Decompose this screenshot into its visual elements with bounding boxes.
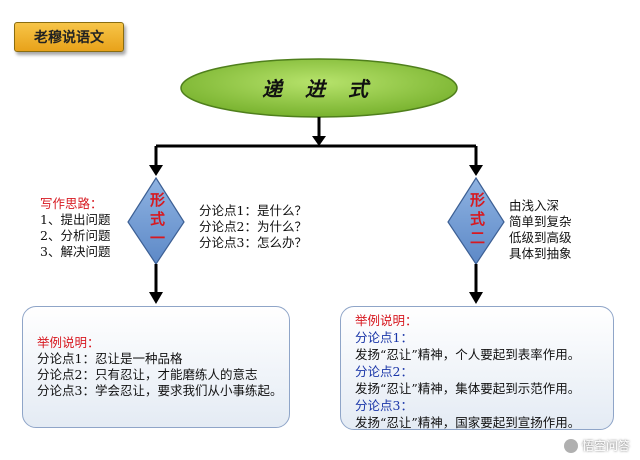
right-example-label: 分论点3： <box>355 398 413 413</box>
progression-item: 简单到复杂 <box>509 214 572 229</box>
right-diamond-label: 形式二 <box>468 192 486 249</box>
right-example-text: 发扬“忍让”精神，集体要起到示范作用。 <box>355 381 581 396</box>
progression-item: 低级到高级 <box>509 230 572 245</box>
left-example-title: 举例说明： <box>37 335 100 350</box>
writing-approach: 写作思路： 1、提出问题 2、分析问题 3、解决问题 <box>40 196 110 260</box>
question-point: 分论点3：怎么办？ <box>199 235 307 250</box>
right-example-text: 发扬“忍让”精神，国家要起到宣扬作用。 <box>355 415 581 430</box>
left-example-line: 分论点2：只有忍让，才能磨练人的意志 <box>37 367 258 382</box>
left-diamond-label: 形式一 <box>148 192 166 249</box>
left-lower-arrow-head <box>149 292 163 304</box>
writing-approach-title: 写作思路： <box>40 196 103 211</box>
stem-arrow-head <box>312 136 326 146</box>
author-badge: 老穆说语文 <box>14 22 124 52</box>
progression-item: 具体到抽象 <box>509 246 572 261</box>
progression-list: 由浅入深 简单到复杂 低级到高级 具体到抽象 <box>509 198 572 262</box>
left-example-line: 分论点3：学会忍让，要求我们从小事练起。 <box>37 383 283 398</box>
watermark: 悟空问答 <box>563 437 630 454</box>
right-example-label: 分论点2： <box>355 364 413 379</box>
watermark-text: 悟空问答 <box>581 439 630 453</box>
right-example-title: 举例说明： <box>355 313 418 328</box>
right-lower-arrow-head <box>469 292 483 304</box>
question-point: 分论点1：是什么？ <box>199 203 307 218</box>
progression-item: 由浅入深 <box>509 198 560 213</box>
writing-approach-item: 1、提出问题 <box>40 212 111 227</box>
right-example-box: 举例说明： 分论点1： 发扬“忍让”精神，个人要起到表率作用。 分论点2： 发扬… <box>340 306 614 430</box>
left-example-box: 举例说明： 分论点1：忍让是一种品格 分论点2：只有忍让，才能磨练人的意志 分论… <box>22 306 290 428</box>
writing-approach-item: 2、分析问题 <box>40 228 111 243</box>
wukong-logo-icon <box>563 438 578 453</box>
right-arrow-head <box>469 165 483 176</box>
top-oval-label: 递 进 式 <box>262 76 376 101</box>
right-example-label: 分论点1： <box>355 330 413 345</box>
left-arrow-head <box>149 165 163 176</box>
question-point: 分论点2：为什么？ <box>199 219 307 234</box>
writing-approach-item: 3、解决问题 <box>40 244 111 259</box>
question-points: 分论点1：是什么？ 分论点2：为什么？ 分论点3：怎么办？ <box>199 203 307 251</box>
left-example-line: 分论点1：忍让是一种品格 <box>37 351 183 366</box>
right-example-text: 发扬“忍让”精神，个人要起到表率作用。 <box>355 347 581 362</box>
